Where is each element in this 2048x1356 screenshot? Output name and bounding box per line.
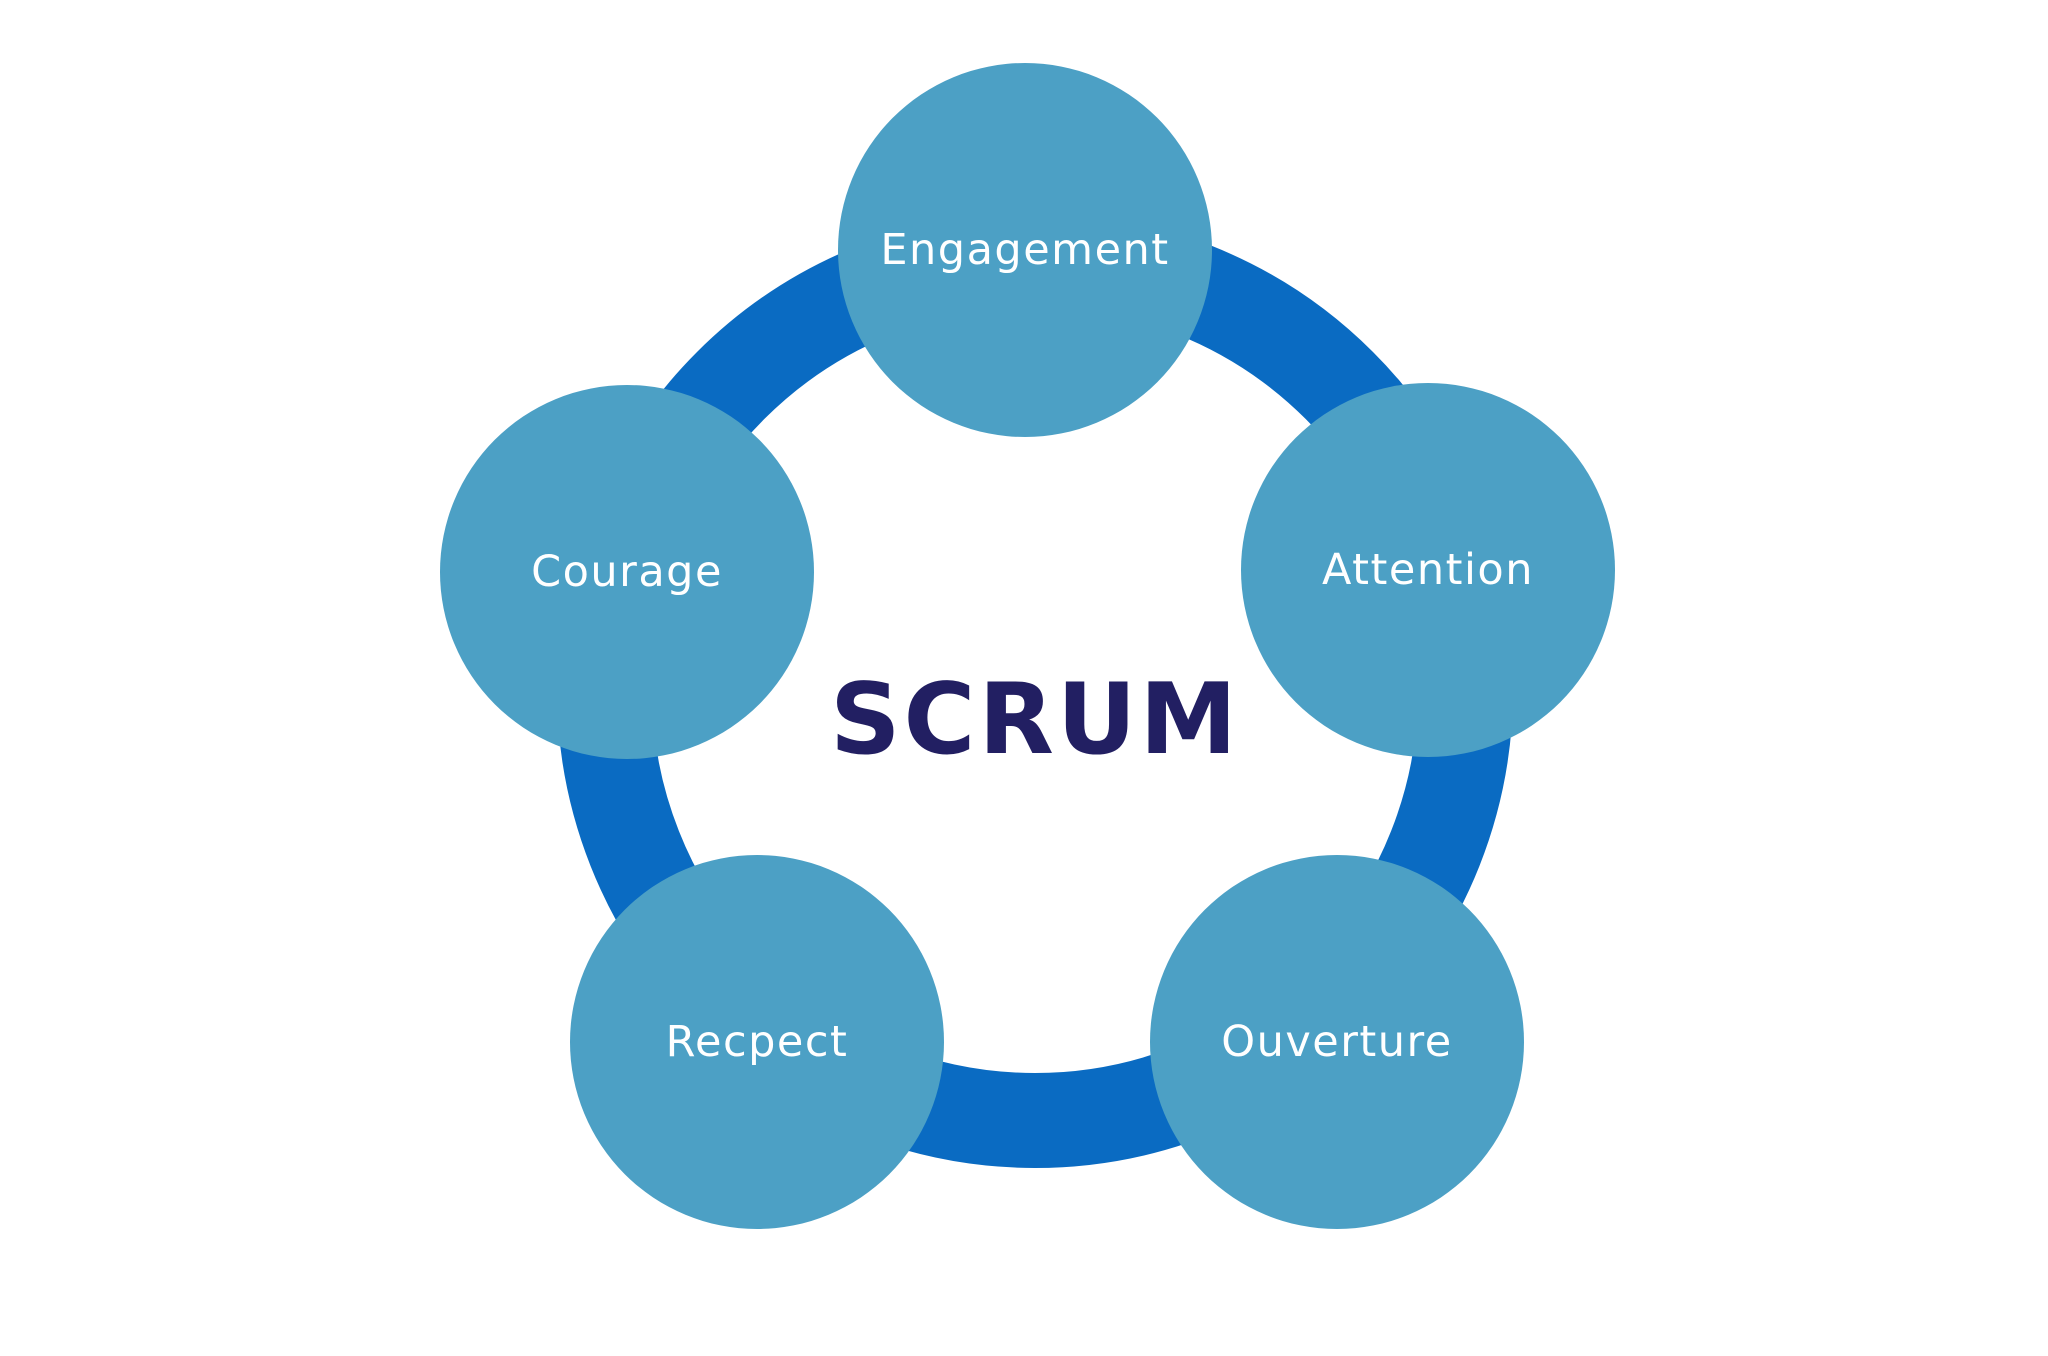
value-label-engagement: Engagement [880, 225, 1170, 275]
value-circle-recpect: Recpect [570, 855, 944, 1229]
value-circle-ouverture: Ouverture [1150, 855, 1524, 1229]
value-label-attention: Attention [1322, 545, 1534, 595]
value-circle-courage: Courage [440, 385, 814, 759]
value-circle-attention: Attention [1241, 383, 1615, 757]
value-circle-engagement: Engagement [838, 63, 1212, 437]
value-label-courage: Courage [531, 547, 723, 597]
value-label-ouverture: Ouverture [1221, 1017, 1453, 1067]
diagram-center-title: SCRUM [829, 663, 1241, 777]
value-label-recpect: Recpect [665, 1017, 849, 1067]
